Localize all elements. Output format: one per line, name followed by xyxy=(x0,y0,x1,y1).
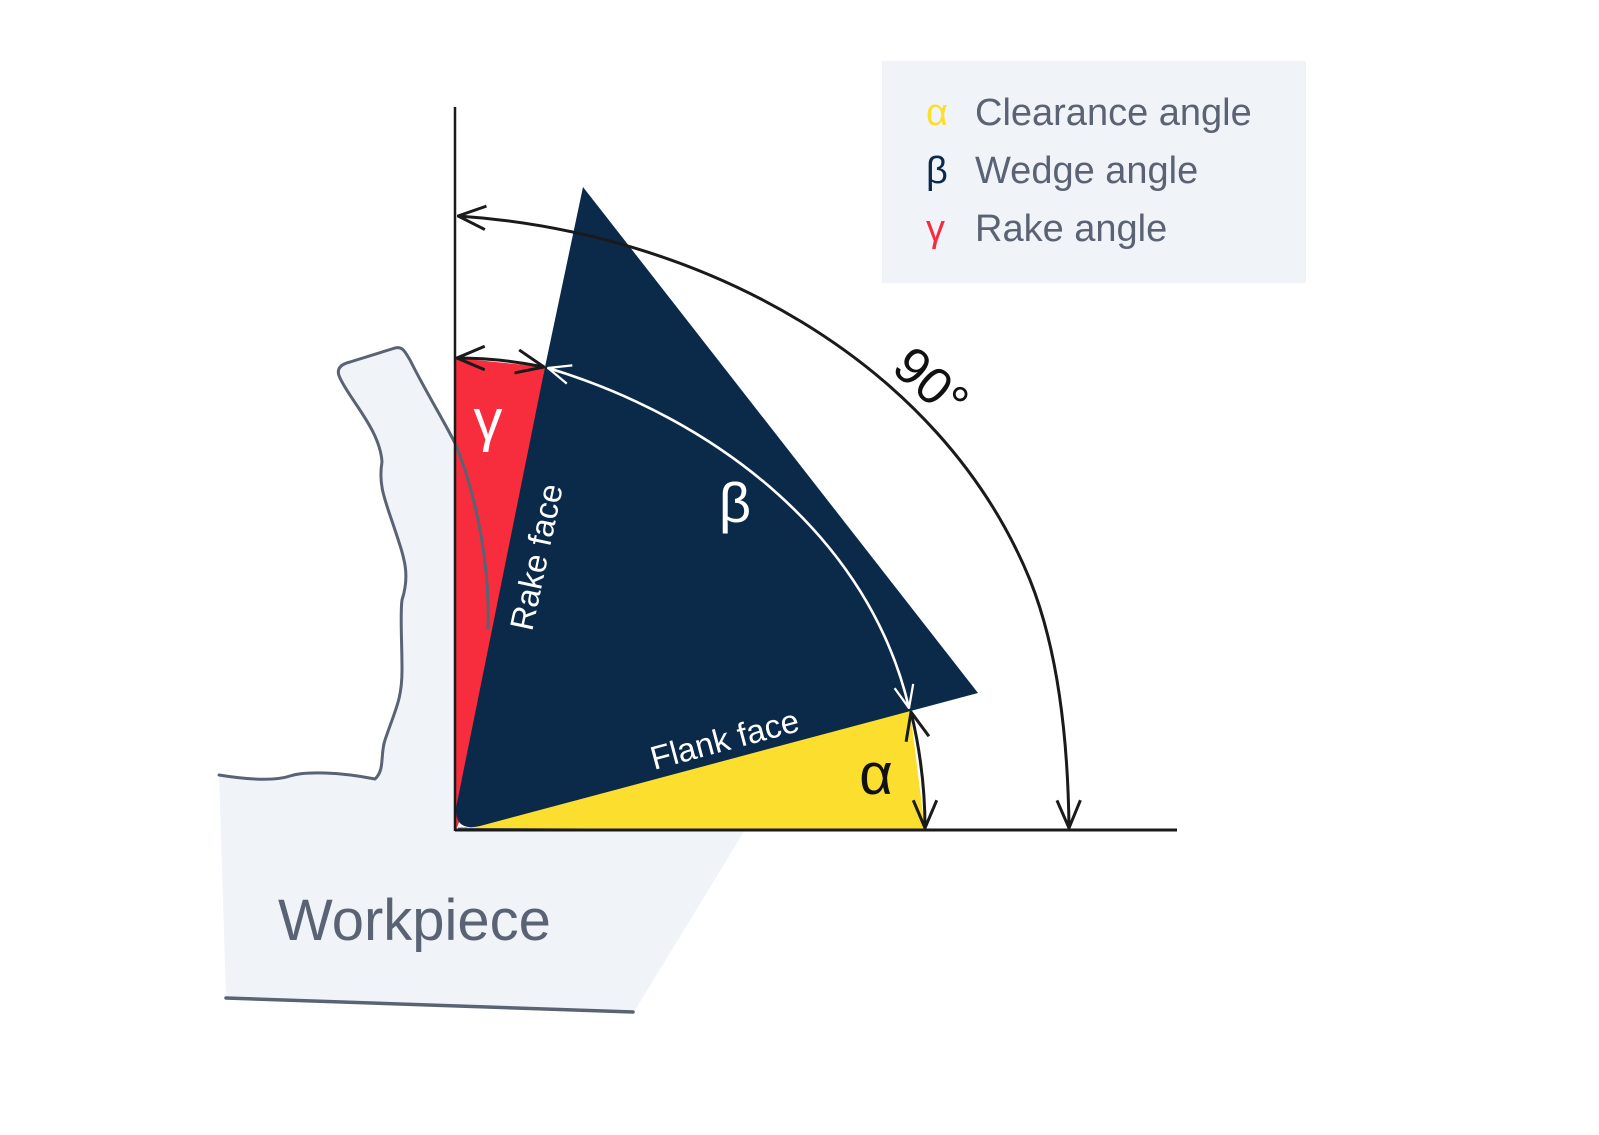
clearance-angle-arrow xyxy=(911,712,925,828)
beta-label: β xyxy=(719,471,751,534)
legend-gamma-symbol: γ xyxy=(926,208,945,250)
chip-outline xyxy=(217,346,490,781)
right-angle-arc-arrow xyxy=(458,216,1069,828)
rake-angle-arrow xyxy=(457,358,544,367)
workpiece-bottom-edge xyxy=(224,996,635,1014)
workpiece-fill xyxy=(219,347,745,1012)
gamma-label: γ xyxy=(474,388,503,453)
alpha-label: α xyxy=(859,742,893,807)
legend-beta-label: Wedge angle xyxy=(975,150,1198,192)
legend-alpha-symbol: α xyxy=(926,92,948,134)
wedge-angle-arrow xyxy=(548,368,909,708)
legend: α Clearance angle β Wedge angle γ Rake a… xyxy=(882,61,1306,283)
legend-gamma-label: Rake angle xyxy=(975,208,1167,250)
workpiece-label: Workpiece xyxy=(278,888,551,953)
legend-alpha-label: Clearance angle xyxy=(975,92,1252,134)
right-angle-label: 90° xyxy=(882,336,979,432)
legend-background xyxy=(882,61,1306,283)
legend-beta-symbol: β xyxy=(926,150,948,192)
